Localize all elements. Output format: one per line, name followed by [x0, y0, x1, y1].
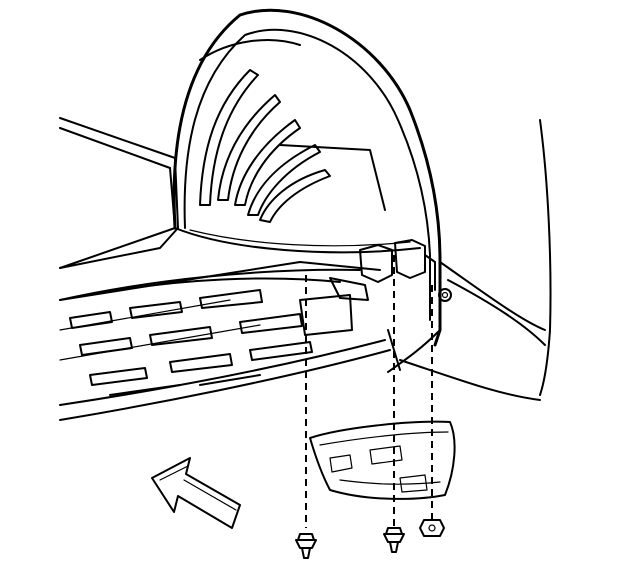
wheelhouse-arch — [172, 8, 442, 347]
splash-shield — [309, 420, 456, 500]
push-pin-retainer-right — [383, 527, 405, 553]
nut — [419, 519, 445, 537]
push-pin-retainer-left — [295, 533, 317, 559]
alignment-lines — [305, 255, 433, 528]
liner-bracket — [59, 239, 436, 301]
bed-floor — [59, 227, 421, 421]
arrow-icon — [151, 457, 241, 529]
bedside-panel — [59, 117, 179, 269]
quarter-panel — [387, 119, 552, 401]
